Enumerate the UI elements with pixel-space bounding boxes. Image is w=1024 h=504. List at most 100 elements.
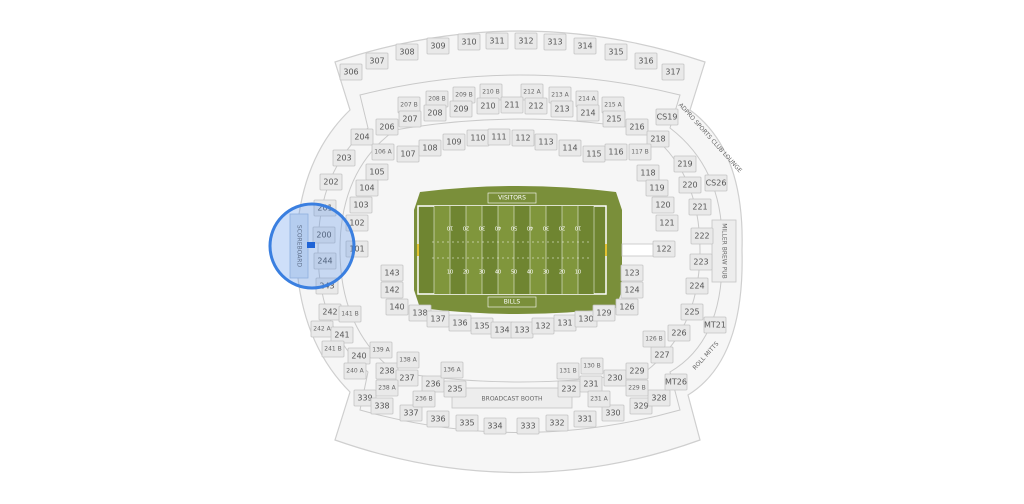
section-238-a[interactable]: 238 A (375, 379, 399, 397)
section-tile[interactable] (680, 303, 704, 321)
section-222[interactable]: 222 (690, 227, 714, 245)
section-tile[interactable] (678, 176, 702, 194)
section-203[interactable]: 203 (332, 149, 356, 167)
section-108[interactable]: 108 (418, 139, 442, 157)
section-tile[interactable] (604, 143, 628, 161)
section-tile[interactable] (443, 380, 467, 398)
section-tile[interactable] (534, 133, 558, 151)
section-tile[interactable] (375, 118, 399, 136)
section-tile[interactable] (319, 173, 343, 191)
section-tile[interactable] (664, 373, 688, 391)
section-tile[interactable] (690, 227, 714, 245)
section-tile[interactable] (604, 43, 628, 61)
section-tile[interactable] (370, 397, 394, 415)
section-tile[interactable] (573, 37, 597, 55)
section-tile[interactable] (343, 362, 367, 380)
section-tile[interactable] (587, 390, 611, 408)
section-140[interactable]: 140 (385, 298, 409, 316)
section-tile[interactable] (625, 362, 649, 380)
section-131[interactable]: 131 (553, 314, 577, 332)
section-115[interactable]: 115 (582, 145, 606, 163)
section-tile[interactable] (655, 214, 679, 232)
section-tile[interactable] (338, 305, 362, 323)
section-tile[interactable] (442, 133, 466, 151)
section-111[interactable]: 111 (487, 128, 511, 146)
section-tile[interactable] (642, 330, 666, 348)
section-139-a[interactable]: 139 A (369, 341, 393, 359)
section-242-a[interactable]: 242 A (310, 320, 334, 338)
section-117-b[interactable]: 117 B (628, 143, 652, 161)
section-113[interactable]: 113 (534, 133, 558, 151)
section-tile[interactable] (426, 37, 450, 55)
section-229-b[interactable]: 229 B (625, 379, 649, 397)
section-tile[interactable] (703, 316, 727, 334)
section-216[interactable]: 216 (625, 118, 649, 136)
section-235[interactable]: 235 (443, 380, 467, 398)
section-tile[interactable] (516, 417, 540, 435)
section-tile[interactable] (365, 52, 389, 70)
section-114[interactable]: 114 (558, 139, 582, 157)
section-135[interactable]: 135 (470, 317, 494, 335)
section-212[interactable]: 212 (524, 97, 548, 115)
section-tile[interactable] (550, 100, 574, 118)
section-124[interactable]: 124 (620, 281, 644, 299)
section-126[interactable]: 126 (615, 298, 639, 316)
section-tile[interactable] (573, 410, 597, 428)
section-119[interactable]: 119 (645, 179, 669, 197)
section-cs26[interactable]: CS26 (704, 174, 728, 192)
section-130-b[interactable]: 130 B (580, 357, 604, 375)
section-tile[interactable] (395, 369, 419, 387)
section-138-a[interactable]: 138 A (396, 351, 420, 369)
section-110[interactable]: 110 (466, 129, 490, 147)
section-tile[interactable] (321, 340, 345, 358)
section-tile[interactable] (399, 404, 423, 422)
section-134[interactable]: 134 (490, 321, 514, 339)
section-tile[interactable] (426, 410, 450, 428)
section-tile[interactable] (625, 118, 649, 136)
section-116[interactable]: 116 (604, 143, 628, 161)
section-tile[interactable] (685, 277, 709, 295)
section-tile[interactable] (543, 33, 567, 51)
section-316[interactable]: 316 (634, 52, 658, 70)
section-312[interactable]: 312 (514, 32, 538, 50)
section-310[interactable]: 310 (457, 33, 481, 51)
section-200[interactable]: 200 (312, 226, 336, 244)
section-tile[interactable] (601, 404, 625, 422)
section-223[interactable]: 223 (689, 253, 713, 271)
section-tile[interactable] (487, 128, 511, 146)
section-211[interactable]: 211 (500, 96, 524, 114)
section-142[interactable]: 142 (380, 281, 404, 299)
section-tile[interactable] (423, 104, 447, 122)
section-202[interactable]: 202 (319, 173, 343, 191)
section-tile[interactable] (349, 196, 373, 214)
section-337[interactable]: 337 (399, 404, 423, 422)
section-tile[interactable] (485, 32, 509, 50)
section-311[interactable]: 311 (485, 32, 509, 50)
section-tile[interactable] (312, 226, 336, 244)
section-226[interactable]: 226 (667, 324, 691, 342)
section-tile[interactable] (345, 240, 369, 258)
section-tile[interactable] (620, 264, 644, 282)
section-tile[interactable] (371, 143, 395, 161)
section-tile[interactable] (647, 389, 671, 407)
section-328[interactable]: 328 (647, 389, 671, 407)
section-tile[interactable] (385, 298, 409, 316)
section-314[interactable]: 314 (573, 37, 597, 55)
section-136-a[interactable]: 136 A (440, 361, 464, 379)
section-231-a[interactable]: 231 A (587, 390, 611, 408)
section-tile[interactable] (620, 281, 644, 299)
section-tile[interactable] (339, 63, 363, 81)
section-129[interactable]: 129 (592, 304, 616, 322)
section-210[interactable]: 210 (476, 97, 500, 115)
section-137[interactable]: 137 (426, 310, 450, 328)
section-tile[interactable] (350, 128, 374, 146)
section-220[interactable]: 220 (678, 176, 702, 194)
section-tile[interactable] (313, 252, 337, 270)
section-101[interactable]: 101 (345, 240, 369, 258)
section-tile[interactable] (476, 97, 500, 115)
section-tile[interactable] (500, 96, 524, 114)
section-331[interactable]: 331 (573, 410, 597, 428)
section-219[interactable]: 219 (673, 155, 697, 173)
section-241-b[interactable]: 241 B (321, 340, 345, 358)
section-104[interactable]: 104 (355, 179, 379, 197)
